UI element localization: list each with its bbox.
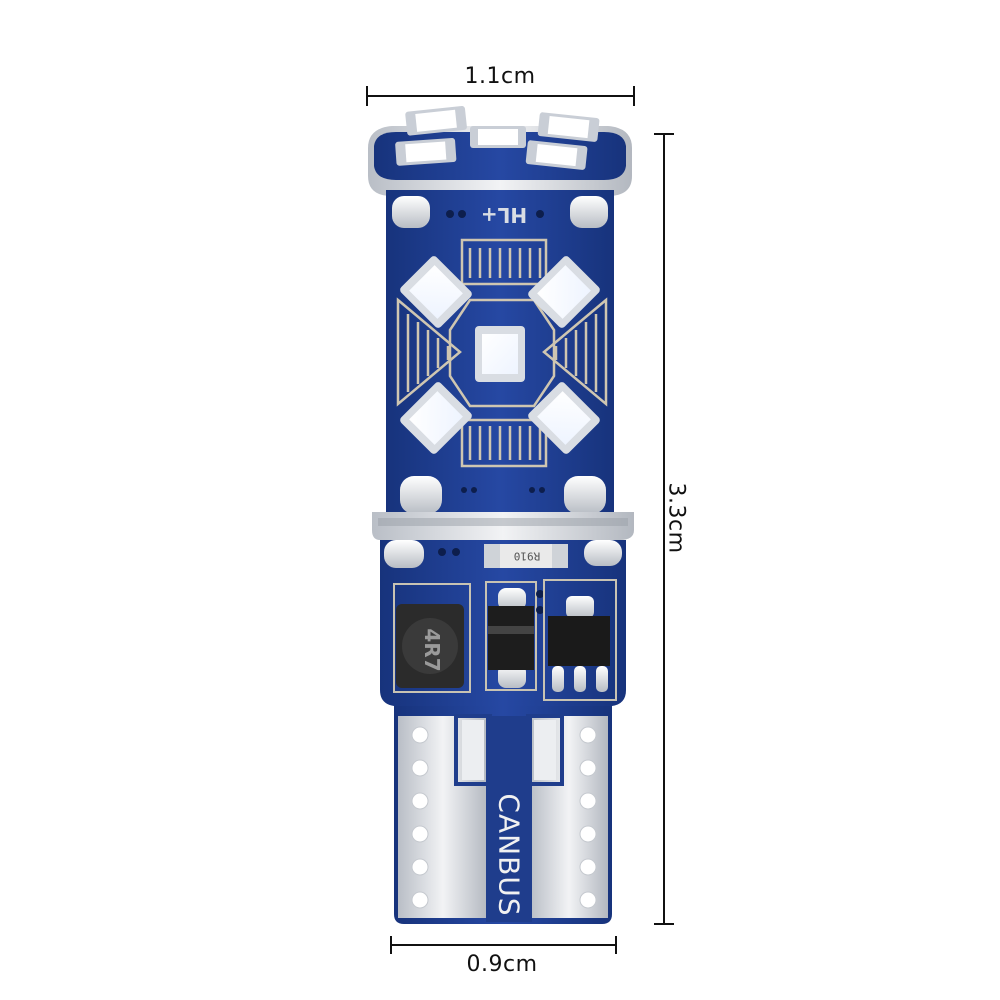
base-width-dimension-label: 0.9cm xyxy=(466,952,538,977)
led-top-5 xyxy=(525,140,588,170)
canbus-text: CANBUS xyxy=(492,793,526,917)
led-top-2 xyxy=(470,126,526,148)
dimension-right xyxy=(654,133,674,925)
board-marking: HL+ xyxy=(480,200,528,230)
lower-board xyxy=(380,540,626,706)
height-dimension-text: 3.3cm xyxy=(663,482,689,554)
led-lower-right xyxy=(528,382,600,454)
led-center xyxy=(475,326,525,382)
led-top-1 xyxy=(405,106,467,136)
width-dimension-label: 1.1cm xyxy=(464,64,536,89)
inductor-marking: 4R7 xyxy=(404,622,460,678)
resistor-marking-text: R910 xyxy=(513,549,541,563)
upper-board xyxy=(386,190,614,520)
dimension-bottom xyxy=(390,936,617,954)
led-lower-left xyxy=(400,382,472,454)
inductor xyxy=(393,583,471,693)
wedge-base xyxy=(394,706,612,924)
led-top-4 xyxy=(395,138,457,166)
dimension-top xyxy=(366,86,635,106)
transistor xyxy=(543,579,617,701)
led-top-3 xyxy=(537,112,600,142)
canbus-label: CANBUS xyxy=(486,785,532,925)
inductor-marking-text: 4R7 xyxy=(420,628,444,672)
led-upper-right xyxy=(528,256,600,328)
led-upper-left xyxy=(400,256,472,328)
diode xyxy=(485,581,537,691)
board-marking-text: HL+ xyxy=(480,203,528,227)
resistor-marking: R910 xyxy=(504,546,550,566)
separator-band xyxy=(372,512,634,540)
top-cap xyxy=(368,106,632,196)
resistor xyxy=(484,544,568,568)
